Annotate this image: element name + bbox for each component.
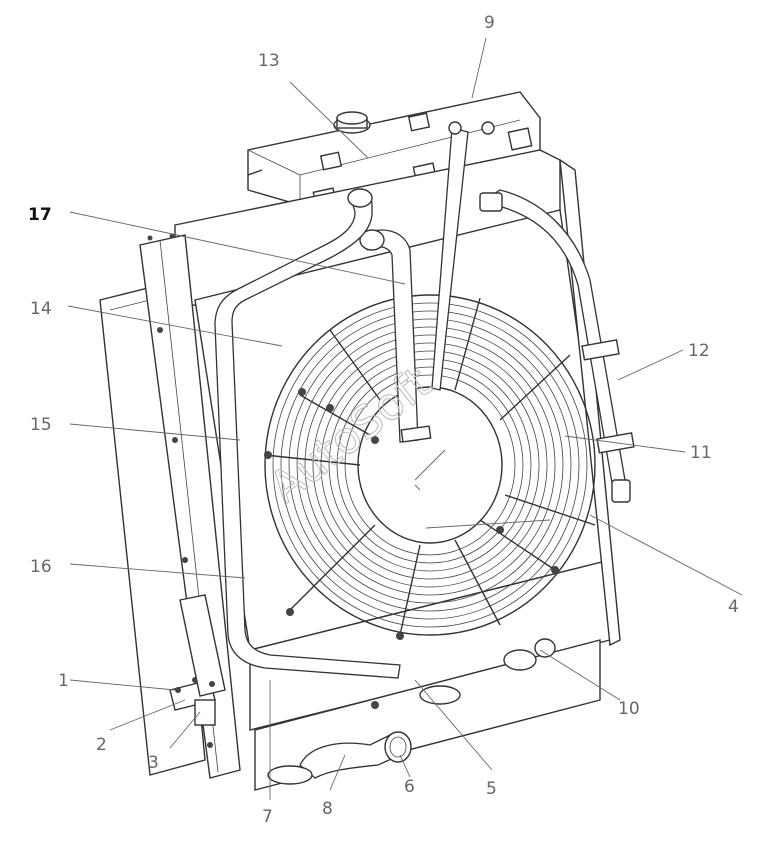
fan-guard [264, 294, 596, 709]
callout-13: 13 [258, 51, 280, 71]
callout-9: 9 [484, 13, 495, 33]
callout-2: 2 [96, 735, 107, 755]
callout-17: 17 [28, 205, 52, 225]
callout-5: 5 [486, 779, 497, 799]
vent-pipe [431, 121, 469, 391]
center-hose [359, 229, 432, 443]
callout-16: 16 [30, 557, 52, 577]
callout-15: 15 [30, 415, 52, 435]
lower-hoses [267, 638, 556, 785]
right-pipe [479, 189, 635, 503]
left-loop-pipe [214, 188, 401, 679]
callout-14: 14 [30, 299, 52, 319]
callout-12: 12 [688, 341, 710, 361]
callout-11: 11 [690, 443, 712, 463]
callout-8: 8 [322, 799, 333, 819]
callout-3: 3 [148, 753, 159, 773]
side-shroud-panel [99, 233, 241, 779]
callout-labels: 13 9 17 14 12 15 11 4 16 1 2 3 10 5 6 8 … [28, 13, 739, 827]
leader-lines [67, 37, 743, 800]
callout-10: 10 [618, 699, 640, 719]
callout-4: 4 [728, 597, 739, 617]
callout-1: 1 [58, 671, 69, 691]
callout-6: 6 [404, 777, 415, 797]
callout-7: 7 [262, 807, 273, 827]
